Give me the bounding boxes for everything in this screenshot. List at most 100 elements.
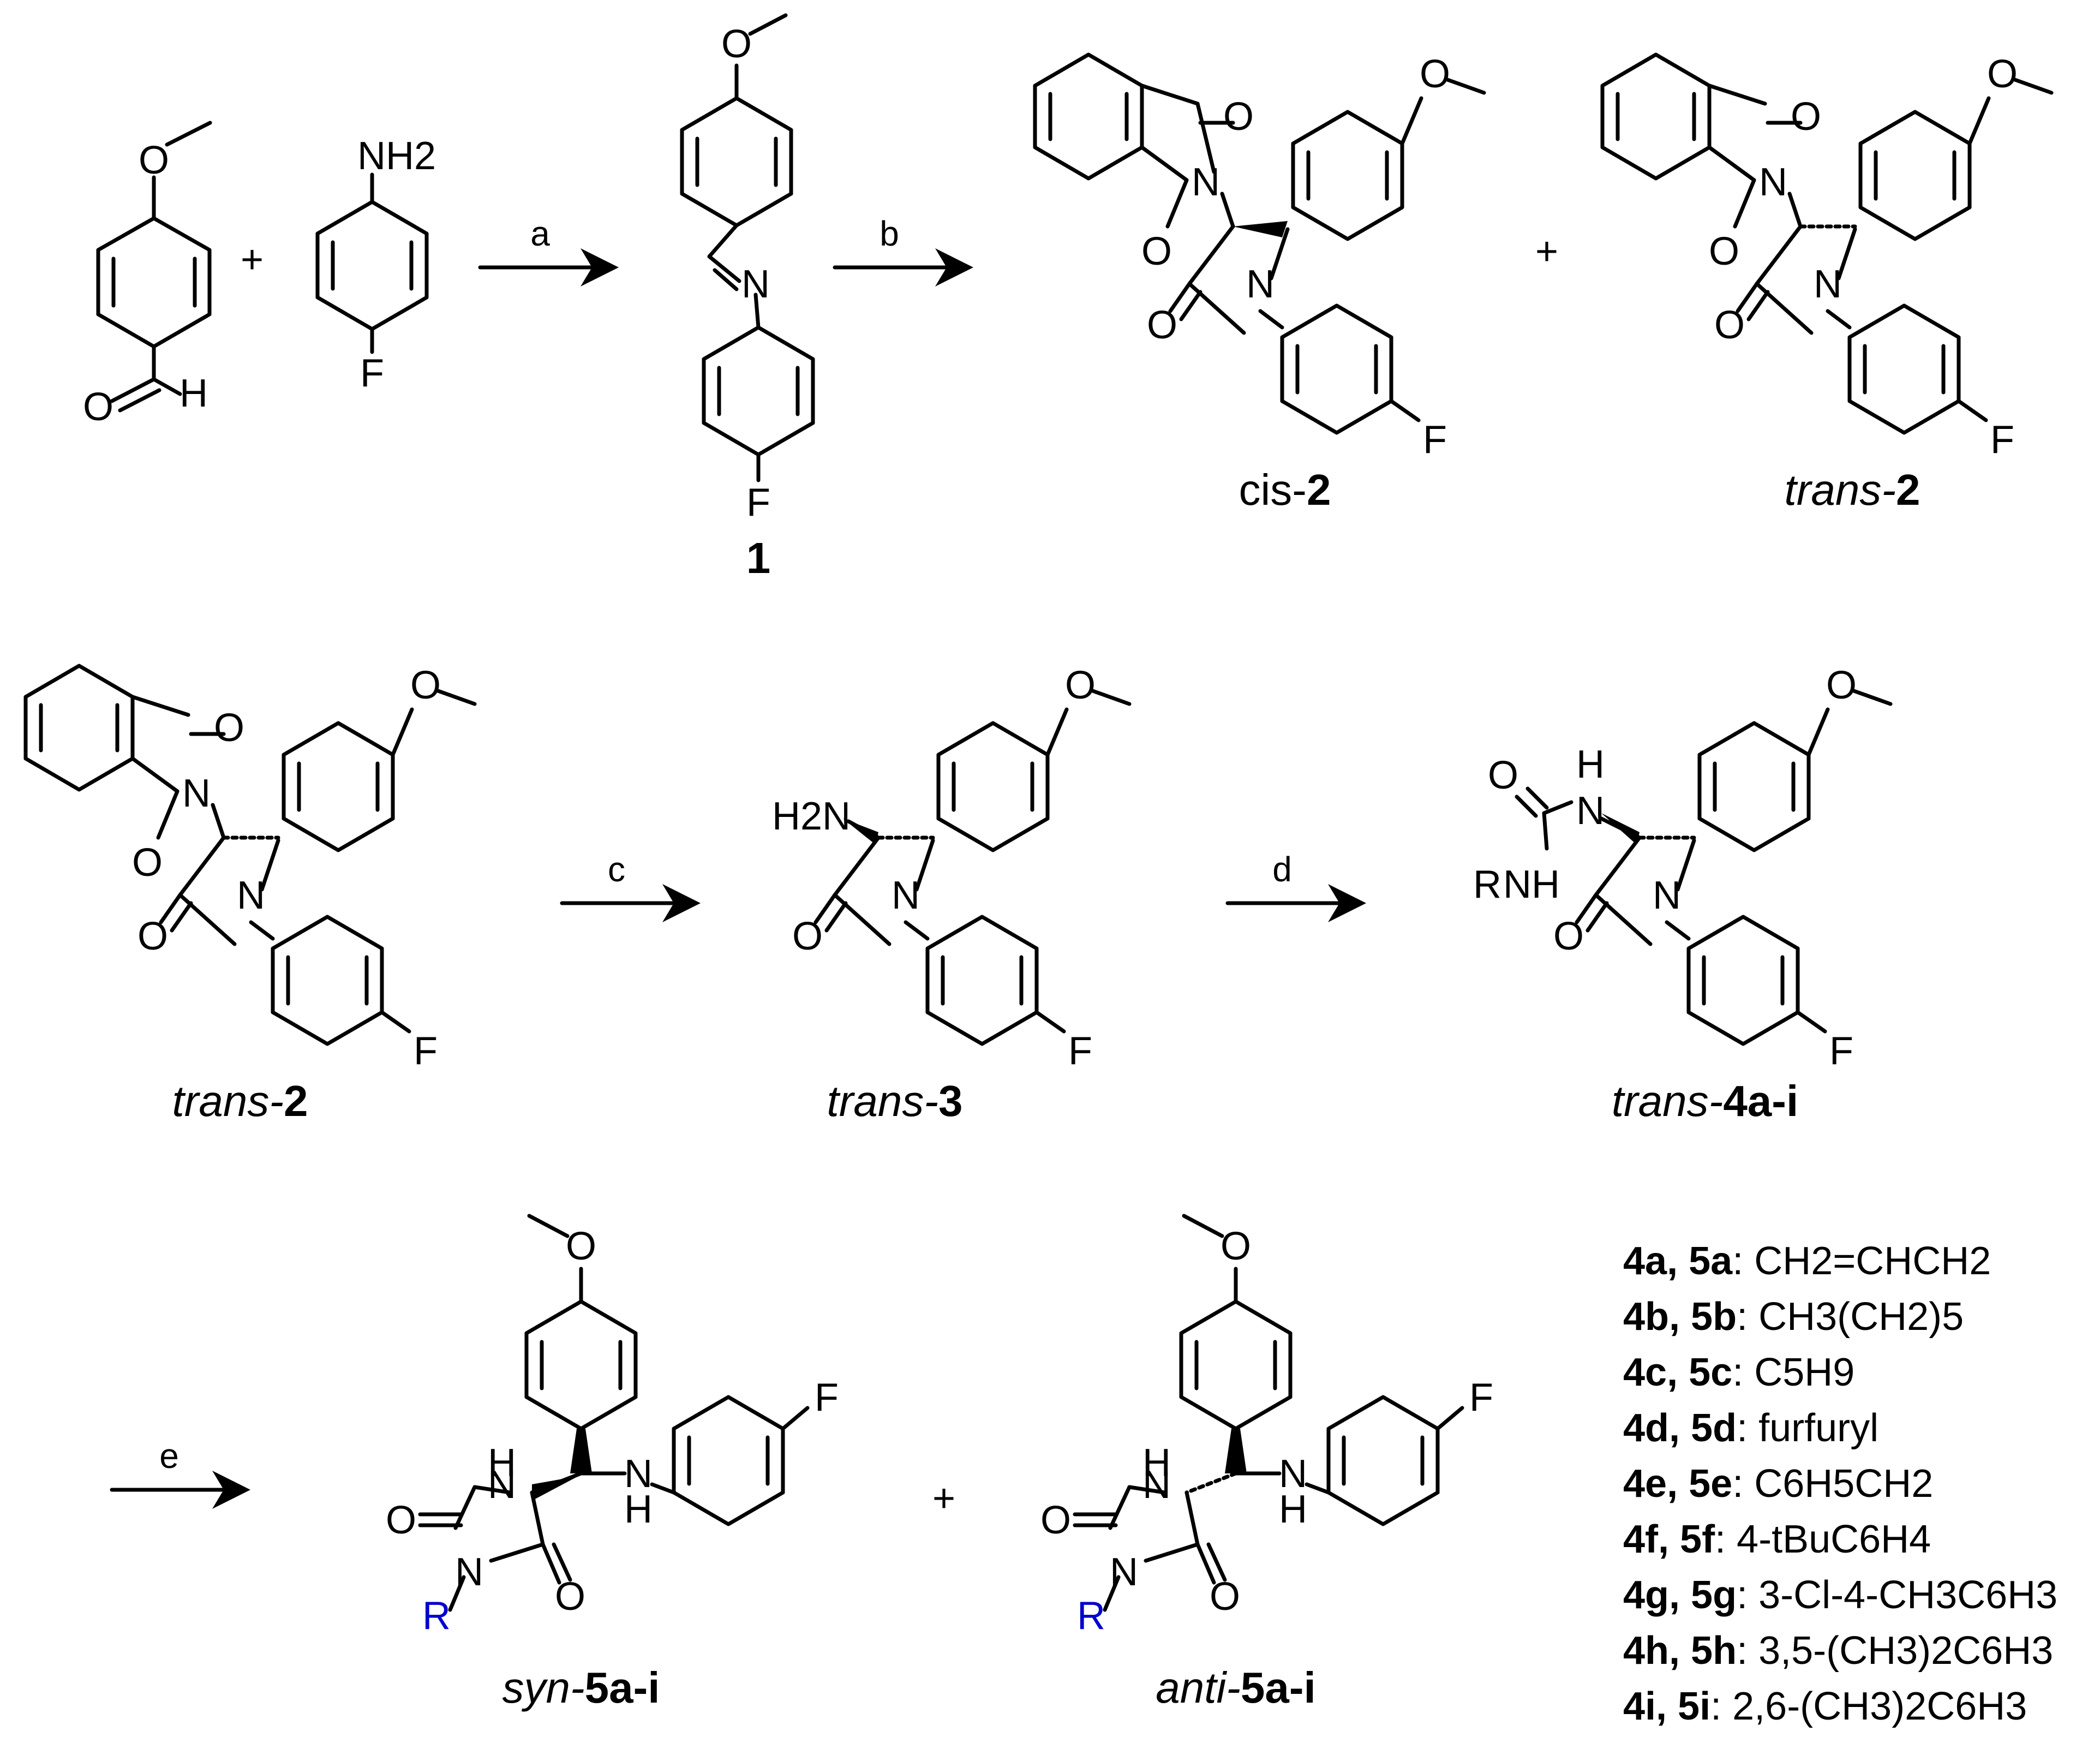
trans-4a-i-structure: O H N R NH N O O F [1473, 664, 1893, 1073]
atom-O: O [1714, 303, 1745, 347]
atom-F: F [746, 481, 770, 524]
atom-O: O [1220, 1225, 1251, 1268]
legend-substituent: : 4-tBuC6H4 [1715, 1518, 1931, 1561]
legend-substituent: : furfuryl [1737, 1406, 1878, 1450]
legend-row: 4c, 5c: C5H9 [1623, 1351, 1854, 1394]
atom-H: H [488, 1441, 516, 1485]
atom-F: F [414, 1029, 438, 1073]
legend-compound-ids: 4d, 5d [1623, 1406, 1737, 1450]
atom-O: O [1709, 230, 1739, 273]
legend-compound-ids: 4e, 5e [1623, 1462, 1732, 1506]
atom-H: H [180, 372, 208, 415]
atom-O: O [1420, 52, 1450, 96]
plus-sign: + [241, 238, 264, 282]
atom-O: O [83, 385, 113, 429]
atom-N: N [1246, 262, 1275, 306]
legend-substituent: : 3-Cl-4-CH3C6H3 [1737, 1573, 2057, 1617]
reagent-label-c: c [608, 850, 625, 889]
atom-F: F [1990, 418, 2014, 462]
atom-O: O [1826, 664, 1857, 707]
atom-F: F [1469, 1376, 1493, 1419]
atom-N: N [182, 772, 211, 815]
atom-F: F [1423, 418, 1447, 462]
trans-3-structure: H2N N O O F [772, 664, 1132, 1073]
syn-5a-i-structure: O H N O N O R N H F [386, 1214, 839, 1638]
atom-N: N [1759, 160, 1787, 204]
reagent-label-a: a [530, 214, 550, 253]
legend-row: 4d, 5d: furfuryl [1623, 1406, 1878, 1450]
legend-compound-ids: 4b, 5b [1623, 1295, 1737, 1339]
anisaldehyde-structure: O O H [83, 121, 212, 429]
compound-label-trans-2: trans-2 [1785, 465, 1920, 514]
atom-O: O [1223, 95, 1254, 139]
atom-O: O [1210, 1575, 1240, 1619]
atom-O: O [1553, 915, 1584, 958]
atom-O: O [1987, 52, 2018, 96]
legend-compound-ids: 4a, 5a [1623, 1239, 1733, 1283]
legend-substituent: : C6H5CH2 [1732, 1462, 1933, 1506]
legend-compound-ids: 4h, 5h [1623, 1629, 1737, 1673]
atom-NH2: NH2 [357, 134, 436, 178]
atom-F: F [1829, 1029, 1853, 1073]
atom-O: O [214, 706, 244, 750]
atom-O: O [792, 915, 823, 958]
trans-2-structure-top: O N O N O O F [1600, 52, 2054, 462]
legend-substituent: : C5H9 [1732, 1351, 1854, 1394]
atom-O: O [132, 841, 163, 885]
atom-O: O [1141, 230, 1172, 273]
legend-substituent: : 2,6-(CH3)2C6H3 [1710, 1685, 2027, 1728]
atom-N: N [237, 874, 265, 917]
compound-label-anti-5a-i: anti-5a-i [1156, 1663, 1315, 1712]
legend-row: 4e, 5e: C6H5CH2 [1623, 1462, 1933, 1506]
atom-F: F [1068, 1029, 1092, 1073]
atom-N: N [1142, 1463, 1171, 1507]
atom-H2N: H2N [772, 795, 851, 838]
atom-O: O [1040, 1499, 1071, 1542]
compound-label-syn-5a-i: syn-5a-i [502, 1663, 660, 1712]
legend-row: 4g, 5g: 3-Cl-4-CH3C6H3 [1623, 1573, 2057, 1617]
legend-row: 4h, 5h: 3,5-(CH3)2C6H3 [1623, 1629, 2053, 1673]
trans-2-structure-bottom: O N O N O O F [23, 664, 477, 1073]
atom-O: O [1147, 303, 1177, 347]
atom-N: N [1110, 1550, 1138, 1594]
legend-substituent: : CH3(CH2)5 [1737, 1295, 1964, 1339]
legend-row: 4i, 5i: 2,6-(CH3)2C6H3 [1623, 1685, 2027, 1728]
compound-label-1: 1 [746, 534, 771, 582]
atom-N: N [624, 1452, 653, 1496]
r-group: R [1473, 863, 1501, 906]
atom-N: N [1279, 1452, 1307, 1496]
atom-N: N [488, 1463, 516, 1507]
plus-sign: + [932, 1477, 955, 1520]
atom-O: O [137, 915, 168, 958]
atom-N: N [741, 262, 770, 306]
atom-F: F [360, 351, 384, 395]
legend-row: 4f, 5f: 4-tBuC6H4 [1623, 1518, 1931, 1561]
cis-2-structure: O N O N O O F [1033, 52, 1486, 462]
r-group: R [1077, 1594, 1105, 1638]
legend-row: 4b, 5b: CH3(CH2)5 [1623, 1295, 1964, 1339]
atom-H: H [1279, 1488, 1307, 1531]
atom-O: O [410, 664, 441, 707]
atom-N: N [1576, 789, 1605, 833]
atom-NH: NH [1503, 863, 1560, 906]
r-group: R [422, 1594, 451, 1638]
atom-O: O [386, 1499, 416, 1542]
reagent-label-e: e [159, 1436, 179, 1476]
compound-label-trans-2-b: trans-2 [172, 1077, 308, 1125]
legend-substituent: : CH2=CHCH2 [1732, 1239, 1991, 1283]
legend-compound-ids: 4i, 5i [1623, 1685, 1710, 1728]
atom-O: O [139, 139, 169, 182]
legend-compound-ids: 4c, 5c [1623, 1351, 1732, 1394]
atom-O: O [1065, 664, 1096, 707]
atom-O: O [566, 1225, 596, 1268]
legend-compound-ids: 4g, 5g [1623, 1573, 1737, 1617]
compound-label-cis-2: cis-2 [1239, 465, 1331, 514]
plus-sign: + [1535, 230, 1558, 273]
atom-N: N [455, 1550, 483, 1594]
compound-label-trans-3: trans-3 [827, 1077, 963, 1125]
atom-O: O [1791, 95, 1821, 139]
atom-N: N [1814, 262, 1842, 306]
compound-label-trans-4a-i: trans-4a-i [1612, 1077, 1798, 1125]
